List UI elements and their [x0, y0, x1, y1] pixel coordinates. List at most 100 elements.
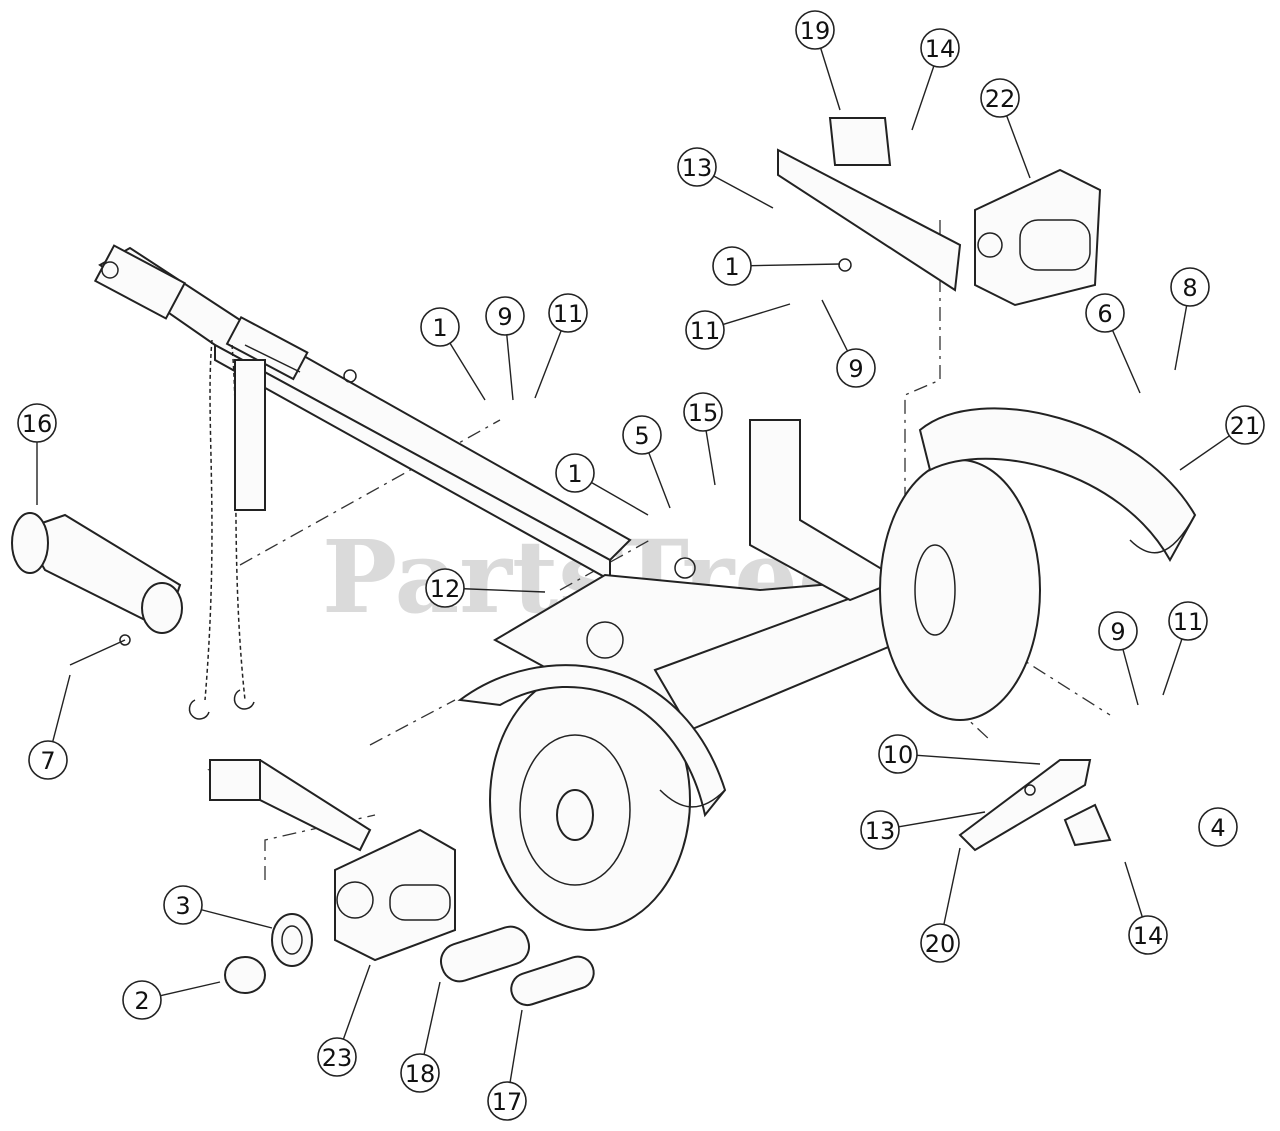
callout-circle [555, 453, 595, 493]
callout-15: 15 [683, 392, 723, 486]
callout-8: 8 [1170, 267, 1210, 371]
callout-circle [685, 310, 725, 350]
callout-circle [1128, 915, 1168, 955]
rear-light-bracket [777, 117, 1102, 307]
callout-11: 11 [534, 293, 588, 399]
callout-circle [1198, 807, 1238, 847]
leader-line [898, 811, 986, 828]
callout-number: 10 [883, 741, 914, 769]
callout-number: 23 [322, 1044, 353, 1072]
callout-circle [1170, 267, 1210, 307]
callout-number: 1 [567, 460, 582, 488]
callout-22: 22 [980, 78, 1031, 179]
callout-circle [795, 10, 835, 50]
callout-23: 23 [317, 964, 371, 1077]
leader-line [1006, 115, 1031, 179]
callout-circle [420, 307, 460, 347]
callout-number: 4 [1210, 814, 1225, 842]
callout-number: 1 [724, 253, 739, 281]
callout-circle [712, 246, 752, 286]
callout-16: 16 [17, 403, 57, 505]
callout-circle [487, 1081, 527, 1121]
leader-line [1111, 330, 1141, 394]
leader-line [916, 754, 1041, 765]
callout-circle [1225, 405, 1265, 445]
callout-number: 11 [553, 300, 584, 328]
callout-number: 14 [1133, 922, 1164, 950]
callout-number: 2 [134, 987, 149, 1015]
leader-line [722, 303, 791, 326]
callout-circle [122, 980, 162, 1020]
callout-circle [17, 403, 57, 443]
callout-4: 4 [1198, 807, 1238, 847]
callout-21: 21 [1179, 405, 1265, 471]
callout-circle [317, 1037, 357, 1077]
callout-circle [980, 78, 1020, 118]
leader-line [463, 588, 546, 593]
callout-9: 9 [821, 299, 876, 388]
right-wheel [879, 407, 1197, 721]
callout-9: 9 [485, 296, 525, 401]
front-light-bracket [207, 758, 456, 962]
callout-20: 20 [920, 847, 961, 963]
coupler-assembly [11, 512, 183, 666]
callout-number: 9 [848, 355, 863, 383]
callout-circle [163, 885, 203, 925]
leader-line [1124, 861, 1143, 918]
callout-11: 11 [1162, 601, 1208, 696]
leader-line [591, 481, 649, 516]
callout-number: 20 [925, 930, 956, 958]
callout-9: 9 [1098, 611, 1139, 706]
leader-line [943, 847, 961, 925]
callout-10: 10 [878, 734, 1041, 774]
callout-number: 11 [1173, 608, 1204, 636]
callout-circle [920, 28, 960, 68]
callout-number: 9 [1110, 618, 1125, 646]
callout-7: 7 [28, 674, 71, 780]
callout-circle [1168, 601, 1208, 641]
callout-number: 21 [1230, 412, 1261, 440]
callout-number: 9 [497, 303, 512, 331]
callout-number: 11 [690, 317, 721, 345]
callout-number: 19 [800, 17, 831, 45]
leader-line [534, 330, 562, 399]
callout-6: 6 [1085, 293, 1141, 394]
callout-12: 12 [425, 568, 546, 608]
callout-number: 13 [682, 154, 713, 182]
callout-2: 2 [122, 980, 221, 1020]
callout-circle [1085, 293, 1125, 333]
callout-number: 14 [925, 35, 956, 63]
callout-number: 7 [40, 747, 55, 775]
leader-line [1162, 638, 1183, 696]
callout-number: 12 [430, 575, 461, 603]
lenses [224, 913, 595, 1007]
callout-circle [878, 734, 918, 774]
callout-circle [622, 415, 662, 455]
callout-number: 1 [432, 314, 447, 342]
callout-11: 11 [685, 303, 791, 350]
callout-number: 5 [634, 422, 649, 450]
callout-19: 19 [795, 10, 841, 111]
callout-number: 13 [865, 817, 896, 845]
callout-18: 18 [400, 981, 441, 1093]
callout-13: 13 [677, 147, 774, 209]
callout-1: 1 [420, 307, 486, 401]
leader-line [201, 909, 273, 929]
leader-line [160, 981, 221, 997]
leader-line [911, 65, 935, 131]
callout-1: 1 [712, 246, 841, 286]
callout-circle [548, 293, 588, 333]
callout-circle [1098, 611, 1138, 651]
callout-number: 3 [175, 892, 190, 920]
leader-line [1179, 435, 1230, 471]
callout-number: 6 [1097, 300, 1112, 328]
callout-number: 16 [22, 410, 53, 438]
callout-number: 18 [405, 1060, 436, 1088]
callout-1: 1 [555, 453, 649, 516]
callout-circle [425, 568, 465, 608]
leader-line [449, 342, 486, 401]
callout-number: 15 [688, 399, 719, 427]
callout-14: 14 [911, 28, 960, 131]
leader-line [1122, 649, 1139, 706]
leader-line [648, 452, 671, 509]
